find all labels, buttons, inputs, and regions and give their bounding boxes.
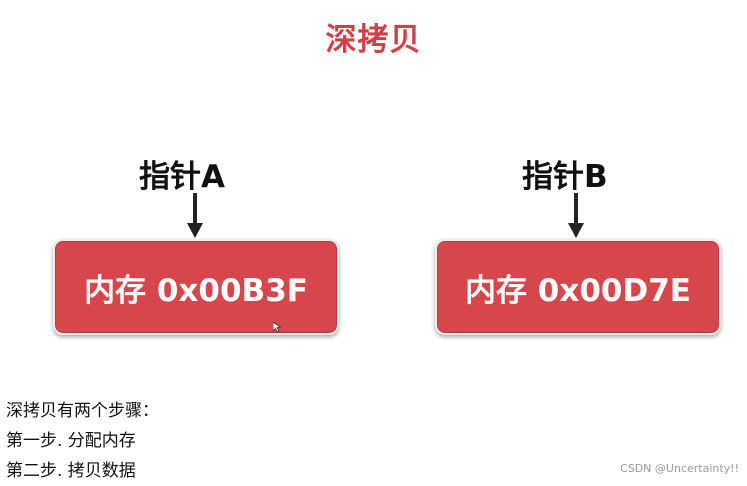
slide-title: 深拷贝 [325, 22, 422, 58]
memory-block-a-label: 内存 0x00B3F [84, 272, 308, 309]
memory-block-a: 内存 0x00B3F [53, 239, 339, 335]
note-line-2: 第一步. 分配内存 [6, 431, 136, 451]
note-line-1: 深拷贝有两个步骤： [6, 401, 159, 421]
memory-block-b: 内存 0x00D7E [435, 239, 721, 335]
pointer-b-label: 指针B [522, 159, 608, 195]
pointer-a-label: 指针A [139, 159, 225, 195]
watermark: CSDN @Uncertainty!! [620, 462, 739, 475]
pointer-b-arrow-icon [568, 193, 584, 238]
memory-block-b-label: 内存 0x00D7E [465, 272, 691, 309]
pointer-a-arrow-icon [187, 193, 203, 238]
mouse-cursor-icon [273, 322, 281, 332]
note-line-3: 第二步. 拷贝数据 [6, 461, 136, 481]
